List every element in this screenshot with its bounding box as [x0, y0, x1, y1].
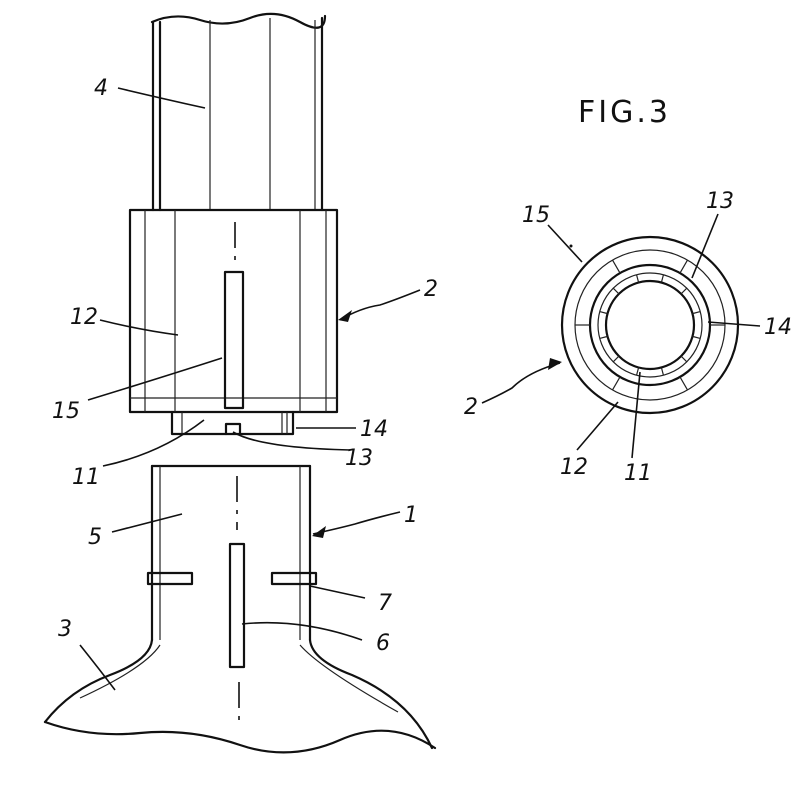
label-4: 4 [94, 76, 108, 101]
rib-line [611, 259, 621, 274]
tube-1 [146, 464, 318, 669]
base-3 [43, 638, 437, 754]
rib-line [679, 259, 689, 274]
arrowheads [312, 310, 562, 538]
label-6: 6 [376, 631, 390, 656]
fig3-label-12: 12 [560, 455, 588, 480]
label-5: 5 [88, 525, 102, 550]
notch-line [599, 310, 608, 315]
tube-4 [150, 12, 327, 212]
notch-line [612, 287, 620, 295]
notch-line [680, 355, 688, 363]
label-2: 2 [424, 277, 438, 302]
fig3-cross-section [560, 235, 740, 415]
notch-line [680, 287, 688, 295]
fig3-label-15: 15 [522, 203, 550, 228]
notch-line [660, 274, 665, 283]
label-15: 15 [52, 399, 80, 424]
notch-line [612, 355, 620, 363]
figure-title: FIG.3 [578, 95, 671, 130]
label-7: 7 [378, 591, 392, 616]
rib-line [611, 376, 621, 391]
fig3-label-14: 14 [764, 315, 792, 340]
label-11: 11 [72, 465, 100, 490]
part-labels: 4 12 2 15 14 13 11 5 1 7 3 6 FIG.3 15 13… [52, 76, 792, 656]
label-3: 3 [58, 617, 72, 642]
fig3-label-11: 11 [624, 461, 652, 486]
notch-line [635, 367, 640, 376]
fig3-label-13: 13 [706, 189, 734, 214]
coupling-sleeve-2 [128, 208, 339, 436]
label-13: 13 [345, 446, 373, 471]
label-1: 1 [404, 503, 418, 528]
notch-line [660, 367, 665, 376]
fig3-label-2: 2 [464, 395, 478, 420]
rib-line [679, 376, 689, 391]
notch-line [599, 335, 608, 340]
label-12: 12 [70, 305, 98, 330]
notch-line [635, 274, 640, 283]
notch-line [692, 310, 701, 315]
label-14: 14 [360, 417, 388, 442]
notch-line [692, 335, 701, 340]
leader-lines [79, 87, 761, 691]
